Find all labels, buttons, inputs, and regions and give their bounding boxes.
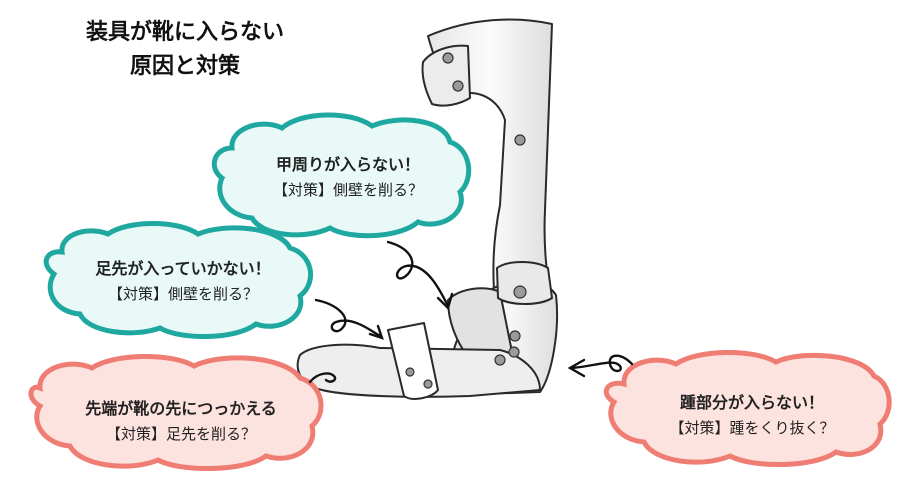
title-line-2: 原因と対策 (129, 54, 240, 79)
bubble-heel: 踵部分が入らない！ 【対策】踵をくり抜く？ (616, 390, 888, 440)
bubble-tip-title: 先端が靴の先につっかえる (85, 399, 277, 418)
instep-strap (387, 322, 439, 400)
arrow-tip (308, 372, 337, 384)
bubble-heel-shape (603, 349, 892, 468)
arrow-heel-head (567, 358, 586, 378)
rivet (405, 367, 415, 377)
rivet (509, 330, 521, 342)
arrow-heel (570, 354, 634, 373)
rivet (508, 346, 520, 358)
bubble-tip-fix: 【対策】足先を削る？ (105, 425, 256, 443)
bubble-heel-title: 踵部分が入らない！ (679, 393, 824, 412)
bubble-heel-fix: 【対策】踵をくり抜く？ (669, 419, 835, 437)
arrow-toe-head (368, 324, 384, 340)
orthosis-illustration (296, 18, 559, 400)
bubble-tip-shape (28, 353, 324, 472)
bubble-toe-fix: 【対策】側壁を削る？ (107, 285, 258, 303)
rivet (513, 285, 527, 299)
arrow-instep-head (436, 292, 454, 311)
bubble-instep-title: 甲周りが入らない！ (275, 155, 420, 174)
rivets (405, 52, 527, 389)
bubble-instep-shape (211, 112, 472, 239)
rivet (442, 52, 454, 64)
bubble-toe: 足先が入っていかない！ 【対策】側壁を削る？ (58, 256, 308, 306)
bubble-toe-shape (43, 221, 313, 340)
bubble-tip: 先端が靴の先につっかえる 【対策】足先を削る？ (36, 396, 326, 446)
rivet (494, 354, 506, 366)
rivet (514, 134, 526, 146)
joint-head (496, 261, 553, 305)
bubble-instep: 甲周りが入らない！ 【対策】側壁を削る？ (228, 152, 468, 202)
page-title: 装具が靴に入らない 原因と対策 (40, 16, 330, 84)
arrow-toe (314, 298, 382, 338)
bubble-toe-title: 足先が入っていかない！ (95, 259, 271, 278)
arrows (308, 240, 634, 384)
rivet (423, 379, 433, 389)
arrow-instep (386, 240, 450, 308)
rivet (452, 80, 464, 92)
bubble-instep-fix: 【対策】側壁を削る？ (272, 181, 423, 199)
title-line-1: 装具が靴に入らない (85, 20, 284, 45)
